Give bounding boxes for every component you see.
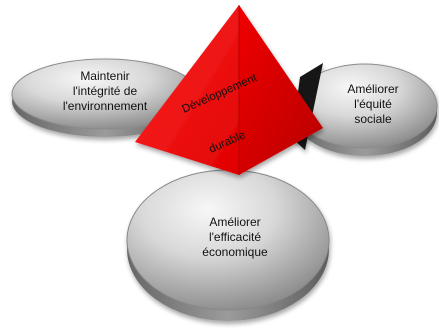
pyramid-right-face — [239, 5, 323, 175]
pyramid-left-face — [135, 5, 239, 175]
environment-disc — [11, 58, 199, 137]
social-disc — [292, 63, 438, 156]
economic-label: Améliorer l'efficacité économique — [202, 215, 268, 259]
economic-disc — [126, 169, 330, 321]
sustainable-development-pyramid: Développement durable — [135, 5, 323, 175]
social-label: Améliorer l'équité sociale — [347, 82, 399, 126]
environment-label: Maintenir l'intégrité de l'environnement — [62, 69, 148, 113]
